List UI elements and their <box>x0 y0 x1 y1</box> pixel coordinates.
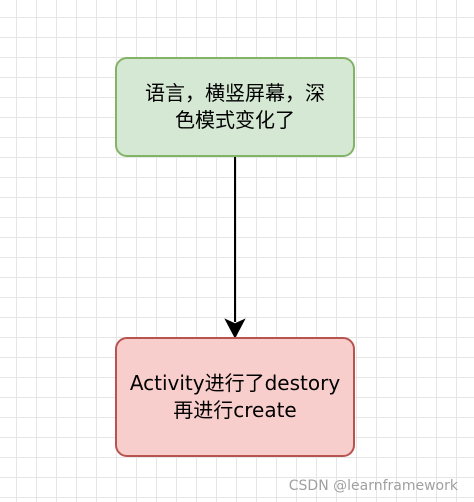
trigger-node-line2: 色模式变化了 <box>175 108 295 132</box>
result-node: Activity进行了destory 再进行create <box>115 337 355 457</box>
arrowhead-icon <box>224 318 246 339</box>
watermark-text: CSDN @learnframework <box>288 478 458 494</box>
trigger-node: 语言，横竖屏幕，深 色模式变化了 <box>115 57 355 157</box>
result-node-line2: 再进行create <box>173 398 297 422</box>
result-node-line1: Activity进行了destory <box>129 371 341 395</box>
trigger-node-line1: 语言，横竖屏幕，深 <box>145 81 325 105</box>
